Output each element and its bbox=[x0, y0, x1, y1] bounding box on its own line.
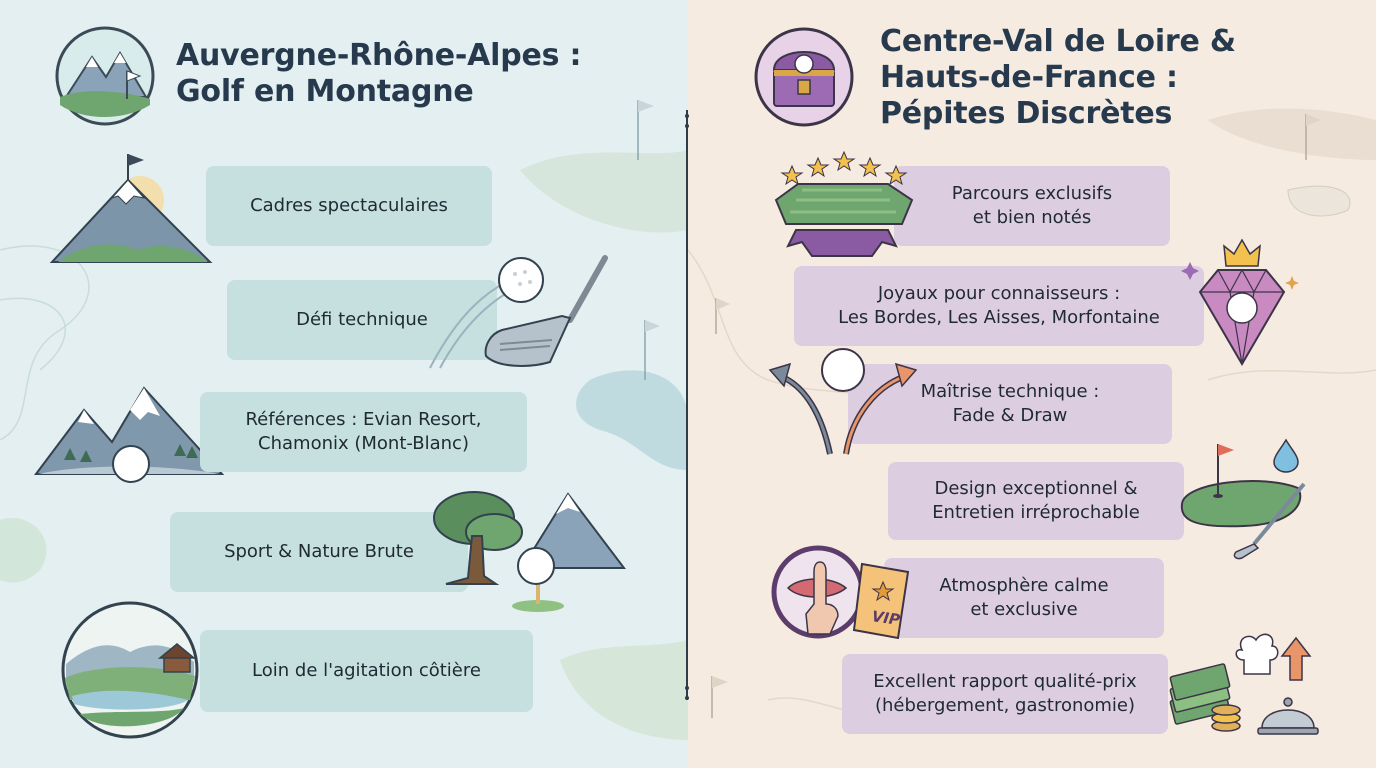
mountain-peak-flag-icon bbox=[49, 154, 213, 263]
feature-card-sport-nature: Sport & Nature Brute bbox=[170, 512, 468, 592]
lake-cabin-landscape-icon bbox=[61, 601, 199, 739]
joyaux-line1: Joyaux pour connaisseurs : bbox=[877, 283, 1121, 304]
feature-card-cadres: Cadres spectaculaires bbox=[206, 166, 492, 246]
design-line2: Entretien irréprochable bbox=[932, 502, 1140, 523]
money-chef-cloche-icon bbox=[1169, 633, 1319, 735]
feature-label-design: Design exceptionnel & Entretien irréproc… bbox=[932, 477, 1140, 525]
feature-label-parcours: Parcours exclusifs et bien notés bbox=[952, 182, 1112, 230]
feature-label-rapport: Excellent rapport qualité-prix (hébergem… bbox=[873, 670, 1136, 718]
divider-dot-bottom-2 bbox=[685, 696, 689, 700]
joyaux-line2: Les Bordes, Les Aisses, Morfontaine bbox=[838, 307, 1160, 328]
diamond-crown-icon bbox=[1181, 238, 1299, 366]
tree-mountain-tee-icon bbox=[433, 491, 627, 612]
feature-card-joyaux: Joyaux pour connaisseurs : Les Bordes, L… bbox=[794, 266, 1204, 346]
left-title: Auvergne-Rhône-Alpes : Golf en Montagne bbox=[176, 38, 582, 110]
rapport-line1: Excellent rapport qualité-prix bbox=[873, 671, 1137, 692]
golf-club-ball-icon bbox=[429, 255, 608, 369]
divider-dot-top bbox=[685, 114, 689, 118]
feature-label-references: Références : Evian Resort, Chamonix (Mon… bbox=[245, 408, 481, 456]
feature-label-cadres: Cadres spectaculaires bbox=[250, 195, 448, 216]
left-panel: Auvergne-Rhône-Alpes : Golf en Montagne … bbox=[0, 0, 688, 768]
fade-draw-arrows-icon bbox=[768, 348, 918, 455]
right-title-line1: Centre-Val de Loire & bbox=[880, 24, 1236, 59]
feature-label-sport-nature: Sport & Nature Brute bbox=[224, 541, 414, 562]
atmosphere-line2: et exclusive bbox=[970, 599, 1078, 620]
treasure-chest-icon bbox=[754, 27, 854, 127]
feature-label-atmosphere: Atmosphère calme et exclusive bbox=[939, 574, 1108, 622]
vip-badge-text: VIP bbox=[871, 607, 901, 629]
mountain-golf-flag-icon bbox=[55, 26, 155, 126]
maitrise-line1: Maîtrise technique : bbox=[920, 381, 1100, 402]
right-background-map bbox=[688, 108, 1376, 721]
snowy-mountains-ball-icon bbox=[34, 386, 224, 483]
right-panel: Centre-Val de Loire & Hauts-de-France : … bbox=[688, 0, 1376, 768]
references-line2: Chamonix (Mont-Blanc) bbox=[258, 433, 469, 454]
feature-card-parcours: Parcours exclusifs et bien notés bbox=[894, 166, 1170, 246]
right-title-line2: Hauts-de-France : bbox=[880, 60, 1178, 95]
feature-label-loin-agitation: Loin de l'agitation côtière bbox=[252, 660, 481, 681]
vip-silence-icon: VIP bbox=[771, 545, 910, 640]
feature-card-rapport: Excellent rapport qualité-prix (hébergem… bbox=[842, 654, 1168, 734]
rapport-line2: (hébergement, gastronomie) bbox=[874, 695, 1136, 716]
left-title-line1: Auvergne-Rhône-Alpes : bbox=[176, 38, 582, 73]
center-divider bbox=[686, 110, 688, 700]
feature-card-references: Références : Evian Resort, Chamonix (Mon… bbox=[200, 392, 527, 472]
feature-card-atmosphere: Atmosphère calme et exclusive bbox=[884, 558, 1164, 638]
right-title-line3: Pépites Discrètes bbox=[880, 96, 1173, 131]
feature-label-maitrise: Maîtrise technique : Fade & Draw bbox=[921, 380, 1100, 428]
divider-dot-top-2 bbox=[685, 124, 689, 128]
left-title-line2: Golf en Montagne bbox=[176, 74, 474, 109]
divider-dot-bottom bbox=[685, 686, 689, 690]
feature-label-defi: Défi technique bbox=[296, 309, 428, 330]
atmosphere-line1: Atmosphère calme bbox=[939, 575, 1109, 596]
feature-card-loin-agitation: Loin de l'agitation côtière bbox=[200, 630, 533, 712]
feature-label-joyaux: Joyaux pour connaisseurs : Les Bordes, L… bbox=[838, 282, 1160, 330]
left-background-map bbox=[0, 100, 688, 740]
maitrise-line2: Fade & Draw bbox=[952, 405, 1068, 426]
right-title: Centre-Val de Loire & Hauts-de-France : … bbox=[880, 24, 1236, 132]
star-rated-green-icon bbox=[774, 150, 914, 257]
feature-card-design: Design exceptionnel & Entretien irréproc… bbox=[888, 462, 1184, 540]
parcours-line2: et bien notés bbox=[972, 207, 1092, 228]
references-line1: Références : Evian Resort, bbox=[245, 409, 482, 430]
design-line1: Design exceptionnel & bbox=[934, 478, 1138, 499]
putting-green-club-icon bbox=[1180, 438, 1306, 560]
parcours-line1: Parcours exclusifs bbox=[951, 183, 1113, 204]
